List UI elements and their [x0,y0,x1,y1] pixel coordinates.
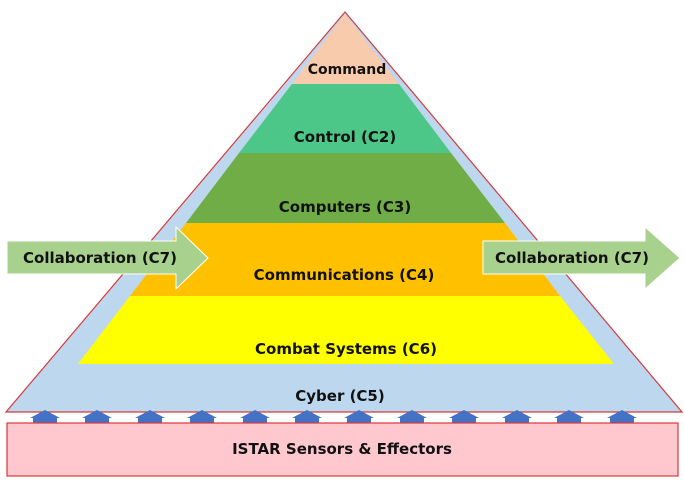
up-arrow [607,410,637,424]
up-arrow [449,410,479,424]
label-combat-systems: Combat Systems (C6) [255,340,437,358]
up-arrow [397,410,427,424]
layer-communications [130,223,560,296]
label-cyber: Cyber (C5) [295,387,384,405]
layer-computers [186,153,505,223]
up-arrow [187,410,217,424]
label-command: Command [308,62,387,78]
up-arrow-row [30,410,637,424]
layer-combat-systems [78,296,614,364]
up-arrow [240,410,270,424]
up-arrow [135,410,165,424]
label-control: Control (C2) [294,128,396,146]
layer-control [239,84,451,153]
layer-command [292,14,399,84]
label-collaboration-left: Collaboration (C7) [23,249,177,267]
label-communications: Communications (C4) [254,266,435,284]
up-arrow [344,410,374,424]
label-collaboration-right: Collaboration (C7) [495,249,649,267]
up-arrow [502,410,532,424]
base-istar [6,422,679,477]
label-istar: ISTAR Sensors & Effectors [232,440,452,458]
up-arrow [82,410,112,424]
collaboration-arrow-right [482,225,681,291]
label-computers: Computers (C3) [279,198,411,216]
up-arrow [30,410,60,424]
up-arrow [292,410,322,424]
collaboration-arrow-left [6,225,209,291]
up-arrow [554,410,584,424]
